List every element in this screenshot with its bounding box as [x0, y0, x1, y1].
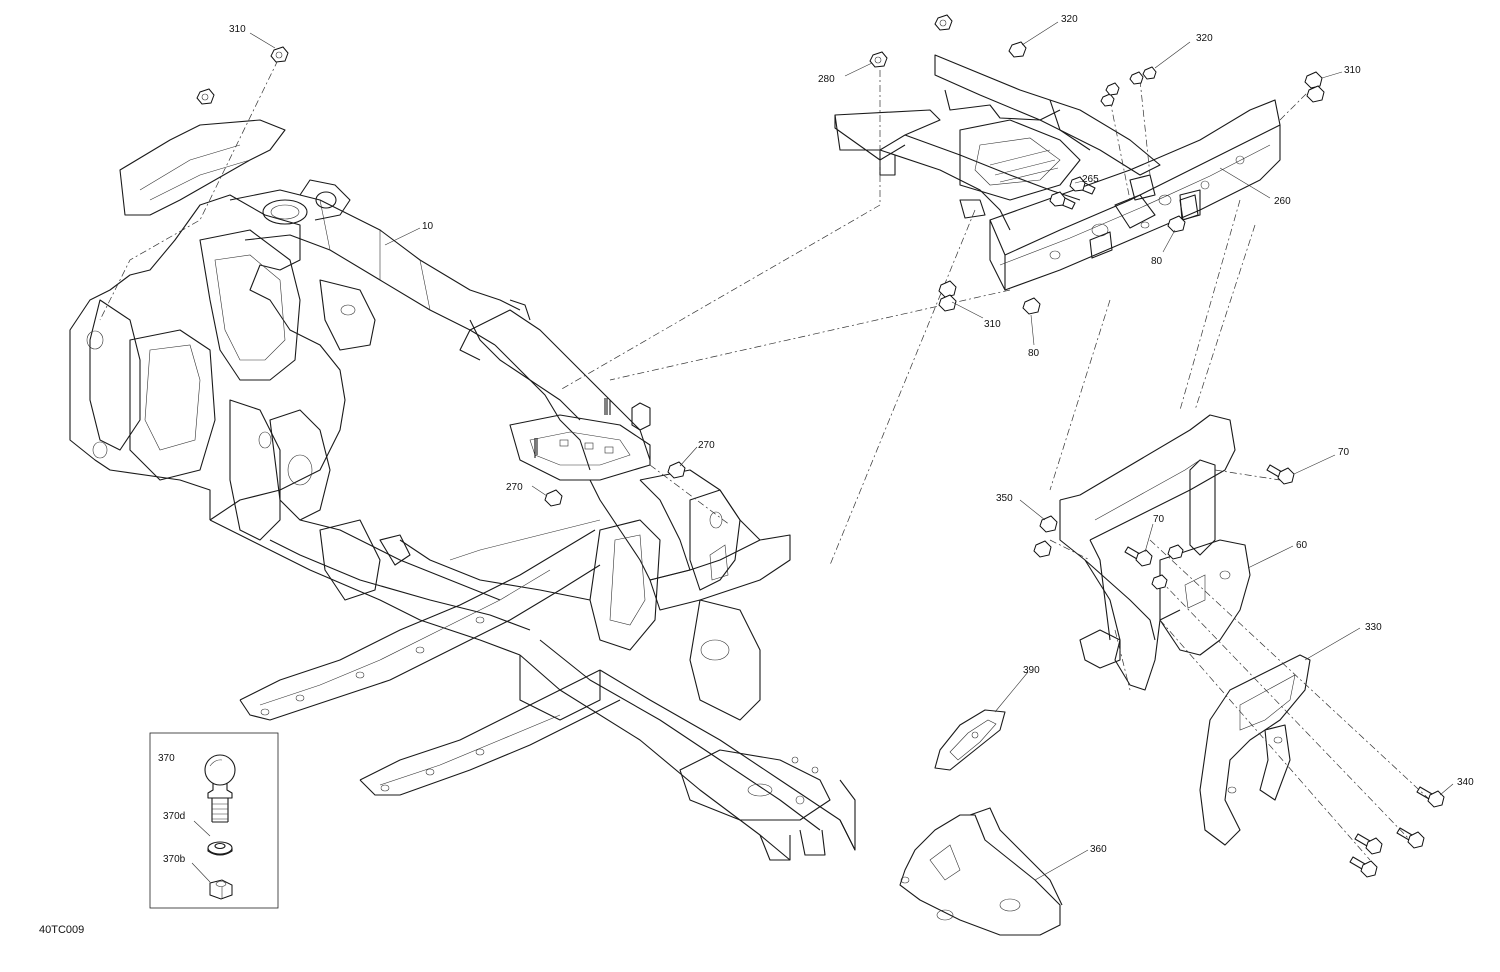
callout-280: 280	[818, 74, 835, 85]
nut-270b	[544, 489, 563, 507]
nut-310-right-2	[1306, 85, 1325, 103]
bolt-340-2	[1396, 827, 1425, 849]
washer-370d	[207, 841, 233, 856]
nut-320b-2	[1105, 82, 1120, 96]
nut-310c-1	[938, 280, 957, 298]
bolt-340-3	[1354, 833, 1383, 855]
bolt-340-4	[1349, 856, 1378, 878]
tow-ball-370	[204, 754, 236, 823]
hardware-fasteners	[196, 14, 1445, 878]
callout-370b: 370b	[163, 854, 186, 865]
bolt-340-1	[1416, 786, 1445, 808]
callout-350: 350	[996, 493, 1013, 504]
callout-310-right: 310	[1344, 65, 1361, 76]
callout-labels: 310 10 280 320 320 310 265 260 80 310 80…	[39, 14, 1474, 936]
main-frame-part-10	[69, 119, 856, 861]
nut-320b-1	[1100, 93, 1115, 107]
nut-350-1	[1039, 515, 1058, 533]
callout-310-top-left: 310	[229, 24, 246, 35]
callout-260: 260	[1274, 196, 1291, 207]
nut-80b	[1022, 297, 1041, 315]
callout-80-center: 80	[1028, 348, 1040, 359]
nut-370b	[209, 879, 233, 900]
callout-310-center: 310	[984, 319, 1001, 330]
callout-320-right: 320	[1196, 33, 1213, 44]
nut-left-top	[196, 88, 215, 105]
bolt-265-1	[1069, 176, 1096, 195]
figure-reference-code: 40TC009	[39, 924, 84, 936]
bracket-part-360	[899, 807, 1063, 936]
nut-310-right-1	[1304, 71, 1323, 89]
assembly-center-lines	[99, 59, 1431, 861]
callout-270-upper: 270	[698, 440, 715, 451]
nut-60-1	[1167, 544, 1184, 560]
callout-390: 390	[1023, 665, 1040, 676]
bolt-265-2	[1049, 191, 1076, 210]
nut-320b-3	[1129, 71, 1144, 85]
callout-10: 10	[422, 221, 434, 232]
nut-270a	[667, 461, 686, 479]
callout-340: 340	[1457, 777, 1474, 788]
nut-320a	[1008, 41, 1027, 58]
nut-310c-2	[938, 294, 957, 312]
nut-320b-4	[1142, 66, 1157, 80]
nut-280	[869, 51, 888, 68]
bracket-part-60	[1059, 414, 1251, 691]
nut-320-top	[934, 14, 953, 31]
bracket-part-330	[1199, 654, 1311, 846]
bolt-70a	[1266, 464, 1295, 485]
nut-310-top-left	[270, 46, 289, 63]
gasket-part-390	[934, 709, 1006, 771]
nut-350-2	[1033, 540, 1052, 558]
rear-subframe-part-260	[834, 54, 1281, 291]
nut-60-2	[1151, 574, 1168, 590]
callout-370: 370	[158, 753, 175, 764]
bolt-70b	[1124, 546, 1153, 567]
callout-370d: 370d	[163, 811, 185, 822]
nut-80a	[1167, 215, 1186, 233]
callout-330: 330	[1365, 622, 1382, 633]
callout-leader-lines	[249, 21, 1454, 881]
callout-80-right: 80	[1151, 256, 1163, 267]
callout-70-lower: 70	[1153, 514, 1165, 525]
callout-265: 265	[1082, 174, 1099, 185]
callout-320-left: 320	[1061, 14, 1078, 25]
inset-box-370	[149, 732, 279, 909]
callout-70-upper: 70	[1338, 447, 1350, 458]
callout-270-lower: 270	[506, 482, 523, 493]
callout-360: 360	[1090, 844, 1107, 855]
callout-60: 60	[1296, 540, 1308, 551]
